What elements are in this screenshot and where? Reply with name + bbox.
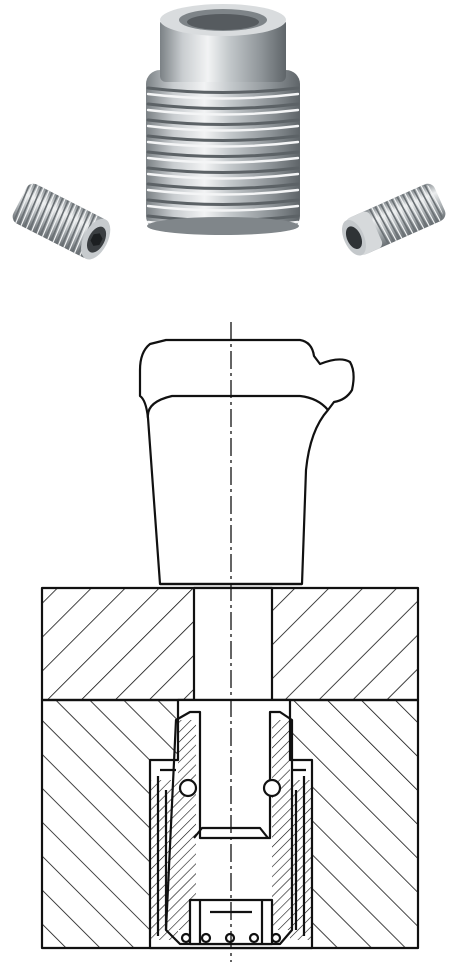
- section-drawing: [40, 322, 420, 962]
- thread-highlight: [146, 92, 300, 100]
- thread-ridge: [368, 208, 390, 245]
- thread-highlight: [47, 198, 66, 240]
- thread-highlight: [20, 185, 39, 227]
- thread-highlight: [25, 187, 45, 229]
- thread-ridge: [407, 191, 428, 228]
- thread-ridge: [146, 134, 300, 142]
- thread-highlight: [420, 185, 441, 222]
- thread-highlight: [382, 202, 403, 239]
- thread-ridge: [423, 184, 445, 221]
- thread-highlight: [376, 205, 397, 242]
- thread-ridge: [71, 211, 91, 253]
- thread-highlight: [146, 140, 300, 148]
- thread-ridge: [374, 206, 395, 243]
- thread-ridge: [390, 198, 412, 235]
- product-large-bush: [146, 4, 300, 235]
- thread-ridge: [28, 189, 48, 231]
- thread-highlight: [36, 193, 55, 235]
- thread-ridge: [396, 196, 417, 233]
- thread-highlight: [146, 204, 300, 212]
- thread-ridge: [23, 186, 43, 228]
- thread-ridge: [34, 192, 53, 234]
- thread-highlight: [146, 156, 300, 164]
- thread-ridge: [39, 194, 59, 236]
- thread-ridge: [146, 118, 300, 126]
- thread-highlight: [15, 182, 34, 224]
- thread-highlight: [146, 124, 300, 132]
- thread-highlight: [57, 204, 77, 246]
- thread-highlight: [146, 188, 300, 196]
- thread-ridge: [66, 208, 85, 250]
- pin-bore: [192, 586, 274, 702]
- thread-highlight: [31, 190, 50, 232]
- thread-highlight: [398, 195, 419, 232]
- thread-ridge: [44, 197, 64, 239]
- thread-ridge: [55, 202, 75, 245]
- lower-plate: [40, 698, 420, 950]
- thread-highlight: [387, 200, 408, 237]
- thread-highlight: [393, 197, 414, 234]
- thread-ridge: [146, 166, 300, 174]
- thread-ridge: [385, 201, 406, 238]
- thread-highlight: [68, 209, 88, 251]
- thread-highlight: [63, 206, 82, 248]
- thread-ridge: [146, 182, 300, 190]
- thread-ridge: [18, 183, 37, 226]
- thread-ridge: [146, 198, 300, 206]
- thread-highlight: [41, 195, 61, 237]
- thread-highlight: [146, 172, 300, 180]
- thread-ridge: [418, 186, 439, 223]
- thread-ridge: [146, 150, 300, 158]
- thread-highlight: [415, 188, 436, 224]
- thread-highlight: [371, 207, 392, 244]
- thread-ridge: [60, 205, 80, 247]
- thread-highlight: [146, 108, 300, 116]
- upper-plate: [40, 586, 420, 702]
- thread-ridge: [412, 188, 434, 226]
- thread-highlight: [409, 190, 430, 227]
- thread-ridge: [12, 181, 32, 223]
- thread-ridge: [50, 200, 69, 242]
- product-small-bush-left: [12, 181, 111, 260]
- tool-part: [138, 338, 355, 586]
- product-small-bush-right: [342, 182, 446, 256]
- thread-ridge: [401, 193, 423, 230]
- thread-ridge: [379, 203, 401, 240]
- thread-highlight: [52, 201, 71, 243]
- thread-ridge: [146, 86, 300, 94]
- thread-highlight: [404, 192, 425, 229]
- thread-highlight: [73, 212, 93, 254]
- thread-ridge: [146, 102, 300, 110]
